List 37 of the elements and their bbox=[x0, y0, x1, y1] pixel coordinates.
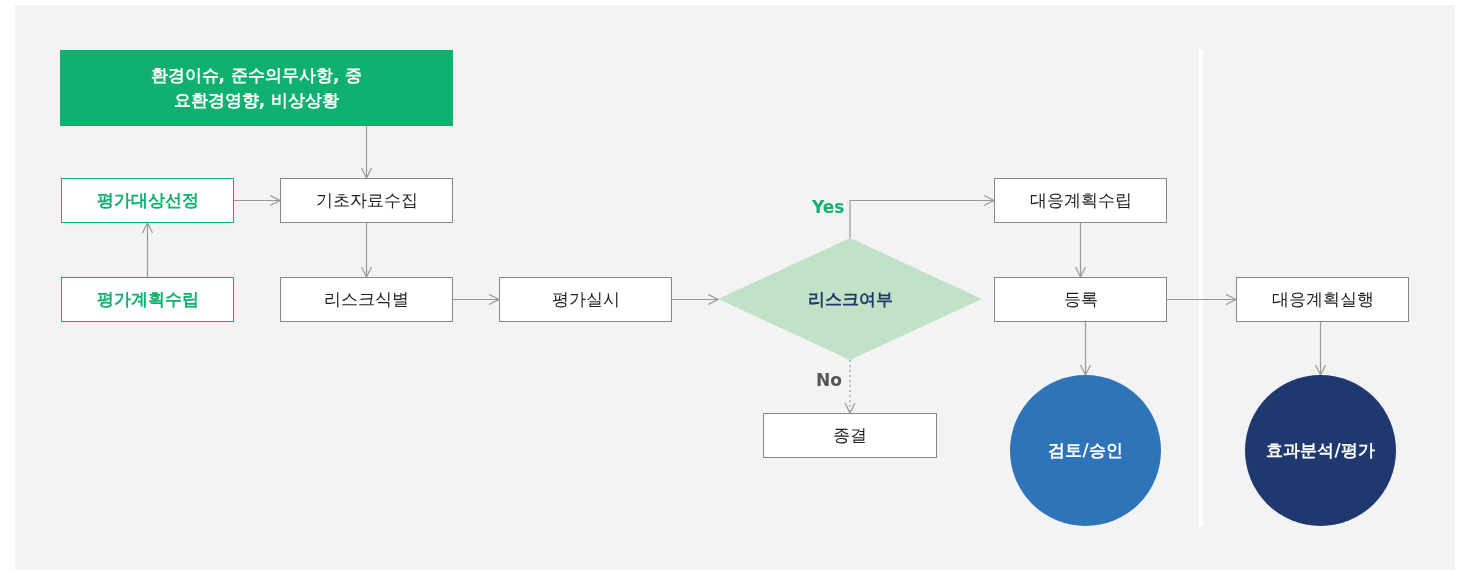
node-label: 대응계획실행 bbox=[1271, 288, 1374, 312]
process-box bbox=[499, 277, 672, 322]
process-box bbox=[280, 178, 453, 223]
process-box bbox=[61, 178, 234, 223]
arrow bbox=[1314, 321, 1327, 376]
arrow bbox=[141, 222, 154, 278]
process-box bbox=[1236, 277, 1409, 322]
node-label: 환경이슈, 준수의무사항, 중요환경영향, 비상상황 bbox=[150, 64, 363, 112]
node-label: 검토/승인 bbox=[1048, 439, 1123, 463]
edge-label: No bbox=[816, 370, 842, 390]
node-label: 대응계획수립 bbox=[1029, 189, 1132, 213]
node-label: 등록 bbox=[1063, 288, 1098, 312]
arrow bbox=[849, 194, 995, 239]
arrow bbox=[1074, 222, 1087, 278]
node-label: 효과분석/평가 bbox=[1266, 439, 1375, 463]
node-label: 평가실시 bbox=[551, 288, 620, 312]
node-label: 평가대상선정 bbox=[96, 189, 199, 213]
process-box bbox=[763, 413, 937, 458]
node-label: 리스크식별 bbox=[324, 288, 409, 312]
node-label: 종결 bbox=[833, 424, 867, 448]
arrow bbox=[671, 293, 719, 306]
node-label: 평가계획수립 bbox=[96, 288, 199, 312]
edge-label: Yes bbox=[812, 197, 845, 217]
arrow bbox=[452, 293, 500, 306]
node-label: 기초자료수집 bbox=[315, 189, 418, 213]
arrow bbox=[360, 222, 373, 278]
process-box bbox=[61, 277, 234, 322]
arrow bbox=[1079, 321, 1092, 376]
arrow bbox=[233, 194, 281, 207]
node-label: 리스크여부 bbox=[807, 287, 893, 311]
header-box bbox=[60, 50, 453, 126]
arrow bbox=[844, 359, 856, 414]
process-box bbox=[994, 277, 1167, 322]
arrow bbox=[360, 125, 373, 179]
process-box bbox=[994, 178, 1167, 223]
arrow bbox=[1166, 293, 1237, 306]
process-box bbox=[280, 277, 453, 322]
